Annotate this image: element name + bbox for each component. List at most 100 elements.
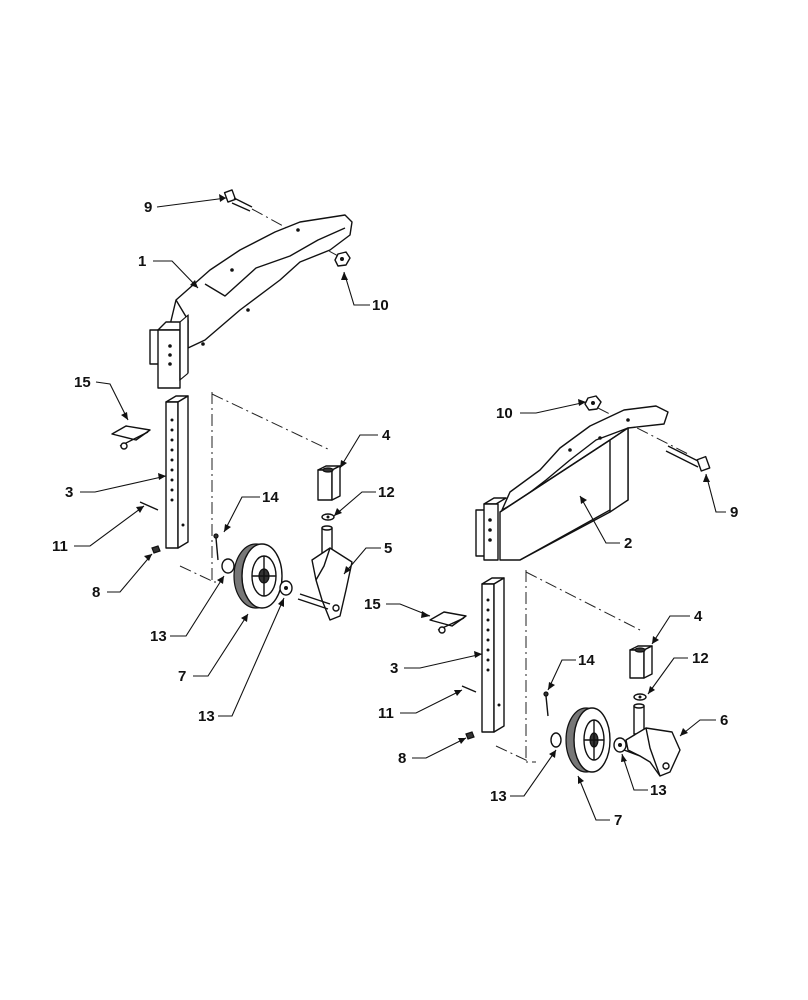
right-callout-2: 2 xyxy=(624,535,632,552)
left-callout-4: 4 xyxy=(382,427,391,444)
right-pin-14 xyxy=(543,691,549,717)
left-assembly-line-a xyxy=(211,392,220,583)
right-callout-15: 15 xyxy=(364,596,381,613)
right-arrowhead-7 xyxy=(578,776,584,784)
right-lynch-pin-15 xyxy=(429,611,467,634)
left-callout-14: 14 xyxy=(262,489,279,506)
right-leader-10 xyxy=(520,401,587,414)
right-leader-13b xyxy=(621,753,648,791)
left-arrowhead-9 xyxy=(219,194,226,202)
left-leader-9 xyxy=(156,197,227,208)
left-callout-13b: 13 xyxy=(198,708,215,725)
right-callout-3: 3 xyxy=(390,660,398,677)
right-leader-14 xyxy=(547,659,576,691)
right-wheel-7 xyxy=(550,707,627,773)
right-callout-7: 7 xyxy=(614,812,622,829)
right-arrowhead-13b xyxy=(621,754,627,762)
left-leader-13a xyxy=(170,575,225,637)
left-callout-3: 3 xyxy=(65,484,73,501)
right-leader-4 xyxy=(651,615,690,645)
right-assembly-line-c xyxy=(495,745,531,763)
right-callout-8: 8 xyxy=(398,750,406,767)
right-leader-9 xyxy=(705,473,726,513)
left-arrowhead-7 xyxy=(241,614,248,622)
left-callout-15: 15 xyxy=(74,374,91,391)
right-callout-12: 12 xyxy=(692,650,709,667)
left-leader-13b xyxy=(218,597,285,717)
left-callout-1: 1 xyxy=(138,253,146,270)
left-arrowhead-4 xyxy=(340,460,347,468)
left-arrowhead-14 xyxy=(224,524,231,532)
right-callout-13a: 13 xyxy=(490,788,507,805)
right-tube-3 xyxy=(481,577,505,733)
right-arm-2 xyxy=(475,405,669,561)
left-leader-10 xyxy=(343,271,370,306)
left-arrowhead-1 xyxy=(190,280,198,288)
left-arrowhead-3 xyxy=(158,473,166,480)
right-leader-6 xyxy=(679,719,716,737)
right-bolt-9 xyxy=(665,445,711,472)
right-bushing-4 xyxy=(629,645,653,679)
right-callout-14: 14 xyxy=(578,652,595,669)
right-arrowhead-6 xyxy=(680,728,688,736)
left-arrowhead-5 xyxy=(344,566,351,574)
right-leader-13a xyxy=(510,749,557,797)
right-callout-6: 6 xyxy=(720,712,728,729)
left-leader-14 xyxy=(223,496,260,533)
left-callout-10: 10 xyxy=(372,297,389,314)
right-nut-8 xyxy=(465,731,475,740)
left-arrowhead-13b xyxy=(278,598,284,607)
left-callout-13a: 13 xyxy=(150,628,167,645)
right-fork-6 xyxy=(623,703,681,777)
right-arrowhead-10 xyxy=(578,399,586,406)
left-wheel-7 xyxy=(221,543,293,609)
left-bushing-4 xyxy=(317,465,341,501)
right-arrowhead-2 xyxy=(580,496,587,504)
right-arrowhead-11 xyxy=(454,690,462,696)
right-arrowhead-12 xyxy=(648,686,655,694)
left-leader-12 xyxy=(333,491,376,517)
left-callout-11: 11 xyxy=(52,538,68,555)
left-leader-3 xyxy=(80,475,167,493)
right-leader-12 xyxy=(647,657,688,695)
left-leader-7 xyxy=(193,613,249,677)
right-pin-11 xyxy=(461,685,477,693)
right-assembly-line-b xyxy=(525,571,641,631)
left-assembly-line-b xyxy=(211,393,331,451)
right-callout-4: 4 xyxy=(694,608,703,625)
right-arrowhead-3 xyxy=(474,651,482,658)
left-pin-14 xyxy=(213,533,219,561)
left-assembly-line-c xyxy=(179,565,215,583)
left-arm-1 xyxy=(149,214,353,389)
left-leader-15 xyxy=(95,381,129,421)
right-leader-3 xyxy=(404,653,483,669)
right-leader-15 xyxy=(386,603,431,617)
left-leader-1 xyxy=(153,260,199,289)
left-callout-9: 9 xyxy=(144,199,152,216)
right-arrowhead-8 xyxy=(458,738,466,744)
right-callout-9: 9 xyxy=(730,504,738,521)
left-arrowhead-12 xyxy=(334,508,342,516)
left-arrowhead-13a xyxy=(217,576,224,584)
left-lynch-pin-15 xyxy=(111,425,151,450)
right-leader-2 xyxy=(579,495,620,544)
left-tube-3 xyxy=(165,395,189,549)
right-leader-11 xyxy=(400,689,463,714)
left-callout-8: 8 xyxy=(92,584,100,601)
left-arrowhead-15 xyxy=(121,412,128,420)
left-arrowhead-10 xyxy=(341,272,348,280)
left-bolt-9 xyxy=(223,189,253,212)
right-nut-10 xyxy=(584,395,602,411)
left-leader-11 xyxy=(74,505,145,547)
left-callout-5: 5 xyxy=(384,540,392,557)
left-assembly: 9 1 10 15 3 11 8 4 12 5 14 13 7 13 xyxy=(52,189,395,725)
left-arrowhead-8 xyxy=(144,554,152,561)
right-arrowhead-9 xyxy=(703,474,710,482)
left-nut-8 xyxy=(151,545,161,554)
right-callout-10: 10 xyxy=(496,405,513,422)
left-arrowhead-11 xyxy=(136,506,144,513)
right-assembly: 10 9 2 15 3 11 8 4 12 6 14 13 13 7 xyxy=(364,395,738,829)
left-fork-5 xyxy=(297,525,353,621)
left-nut-10 xyxy=(334,251,351,267)
